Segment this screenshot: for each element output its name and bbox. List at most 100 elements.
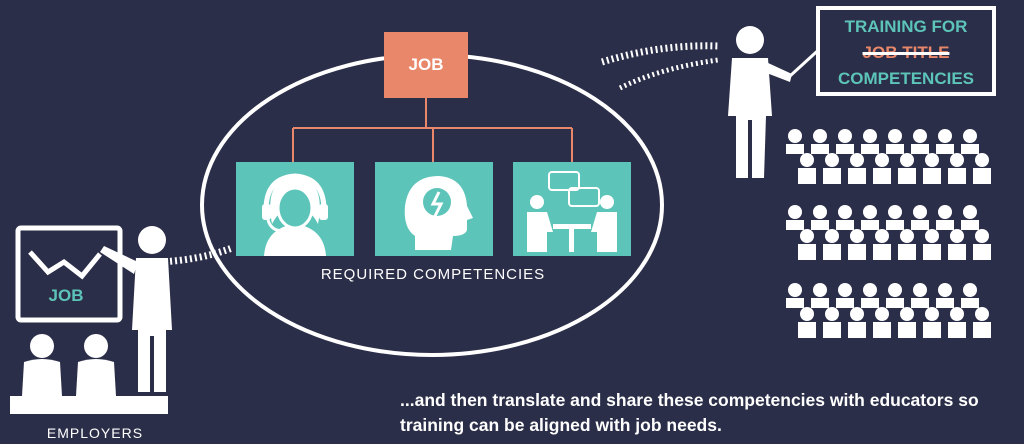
audience-body — [811, 144, 829, 154]
audience-body — [973, 322, 991, 338]
team-meeting-tile — [513, 162, 631, 256]
audience-head — [888, 205, 902, 219]
audience-body — [873, 244, 891, 260]
sign-line-training-for: TRAINING FOR — [844, 17, 968, 36]
audience-head — [975, 153, 989, 167]
audience-body — [886, 298, 904, 308]
audience-head — [813, 129, 827, 143]
audience-body — [911, 220, 929, 230]
audience-head — [838, 205, 852, 219]
audience-head — [925, 307, 939, 321]
audience-head — [938, 205, 952, 219]
audience-head — [900, 153, 914, 167]
audience-head — [938, 283, 952, 297]
audience-body — [873, 322, 891, 338]
audience-body — [836, 220, 854, 230]
audience-body — [961, 298, 979, 308]
required-competencies-label: REQUIRED COMPETENCIES — [320, 266, 546, 283]
audience-body — [786, 298, 804, 308]
audience-head — [800, 229, 814, 243]
caption-text: ...and then translate and share these co… — [400, 390, 979, 435]
job-box: JOB — [384, 32, 468, 98]
audience-body — [811, 298, 829, 308]
presenter-figure-icon — [10, 225, 172, 414]
audience-body — [911, 144, 929, 154]
audience-head — [800, 307, 814, 321]
audience-body — [898, 168, 916, 184]
audience-head — [900, 229, 914, 243]
audience-head — [875, 229, 889, 243]
audience-head — [788, 283, 802, 297]
audience-body — [848, 168, 866, 184]
audience-head — [963, 283, 977, 297]
audience-body — [936, 298, 954, 308]
audience-body — [923, 168, 941, 184]
audience-body — [898, 322, 916, 338]
audience-body — [861, 220, 879, 230]
audience-body — [823, 244, 841, 260]
head-brainstorm-icon — [404, 176, 473, 250]
audience-body — [948, 244, 966, 260]
audience-body — [861, 144, 879, 154]
audience-head — [963, 205, 977, 219]
audience-body — [948, 322, 966, 338]
audience-body — [848, 322, 866, 338]
audience-head — [888, 283, 902, 297]
audience-body — [811, 220, 829, 230]
audience-crowd-icon — [786, 129, 991, 338]
audience-body — [798, 322, 816, 338]
audience-head — [825, 153, 839, 167]
audience-body — [886, 220, 904, 230]
audience-body — [923, 244, 941, 260]
audience-figures-icon — [22, 334, 116, 396]
audience-head — [863, 129, 877, 143]
audience-head — [975, 307, 989, 321]
audience-head — [850, 307, 864, 321]
audience-head — [813, 283, 827, 297]
audience-body — [786, 144, 804, 154]
audience-body — [886, 144, 904, 154]
audience-head — [863, 205, 877, 219]
audience-body — [961, 144, 979, 154]
team-meeting-icon — [527, 171, 617, 252]
audience-head — [875, 307, 889, 321]
audience-head — [950, 307, 964, 321]
audience-head — [950, 229, 964, 243]
audience-body — [836, 144, 854, 154]
training-sign: TRAINING FOR JOB TITLE COMPETENCIES — [816, 6, 996, 96]
audience-body — [961, 220, 979, 230]
audience-head — [863, 283, 877, 297]
audience-head — [913, 129, 927, 143]
audience-head — [813, 205, 827, 219]
org-tree-lines — [292, 98, 573, 162]
audience-head — [788, 129, 802, 143]
trainer-connector-bottom — [618, 57, 719, 91]
board-job-label: JOB — [48, 286, 84, 305]
audience-head — [838, 129, 852, 143]
audience-body — [823, 168, 841, 184]
audience-head — [850, 229, 864, 243]
audience-body — [873, 168, 891, 184]
trainer-figure-icon — [728, 26, 838, 178]
audience-body — [848, 244, 866, 260]
audience-body — [936, 220, 954, 230]
audience-body — [836, 298, 854, 308]
audience-body — [911, 298, 929, 308]
audience-body — [861, 298, 879, 308]
customer-service-headset-icon — [262, 173, 328, 256]
audience-head — [938, 129, 952, 143]
audience-body — [898, 244, 916, 260]
audience-body — [798, 168, 816, 184]
brainstorm-tile — [375, 162, 493, 256]
audience-body — [948, 168, 966, 184]
sign-line-competencies: COMPETENCIES — [837, 69, 975, 88]
audience-head — [888, 129, 902, 143]
audience-body — [798, 244, 816, 260]
customer-service-tile — [236, 162, 354, 256]
audience-head — [925, 229, 939, 243]
audience-body — [786, 220, 804, 230]
audience-body — [923, 322, 941, 338]
audience-head — [838, 283, 852, 297]
audience-body — [936, 144, 954, 154]
employers-label: EMPLOYERS — [46, 425, 144, 441]
